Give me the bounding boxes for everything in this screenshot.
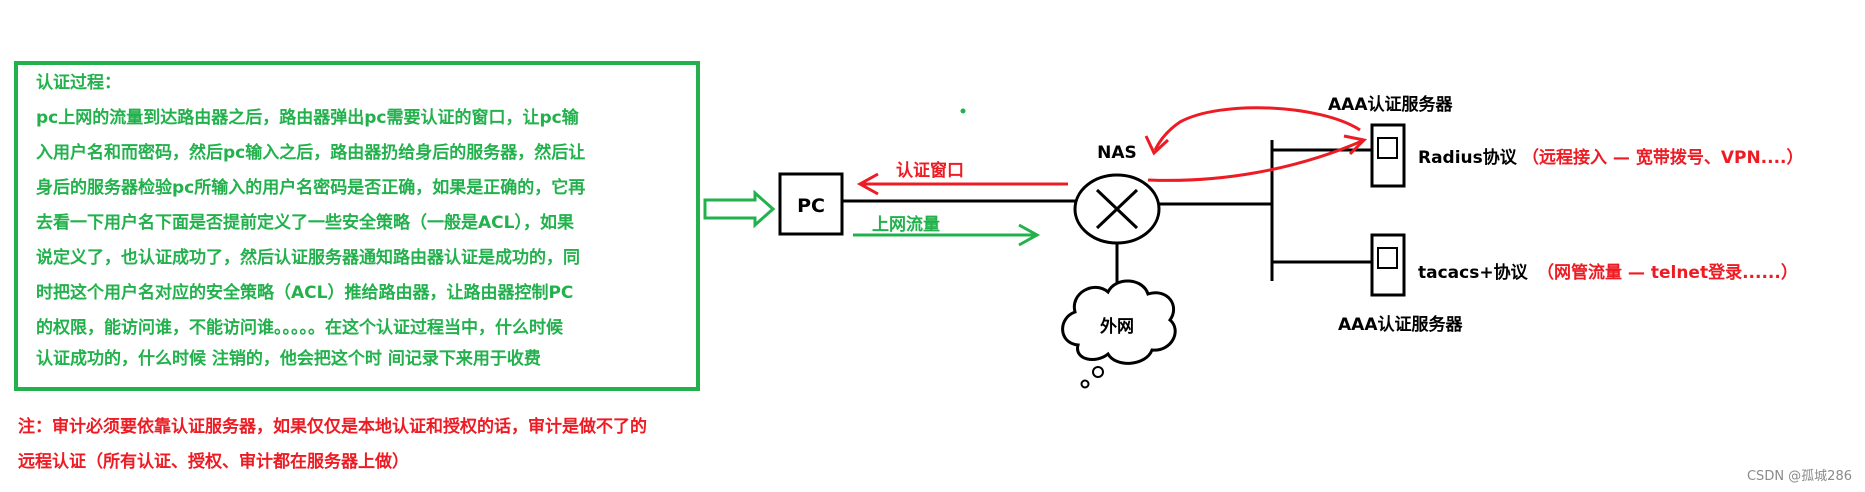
auth-window-arrowhead-icon bbox=[856, 172, 879, 196]
tacacs-server-slot bbox=[1377, 247, 1398, 269]
pc-label: PC bbox=[797, 195, 825, 217]
auth-request-curve bbox=[1147, 139, 1363, 182]
radius-label: Radius协议 bbox=[1418, 147, 1518, 168]
cloud-icon bbox=[1061, 279, 1177, 365]
process-line-6: 时把这个用户名对应的安全策略（ACL）推给路由器，让路由器控制PC bbox=[36, 282, 573, 303]
radius-note: （远程接入 — 宽带拨号、VPN....） bbox=[1522, 147, 1804, 168]
radius-server bbox=[1370, 123, 1406, 188]
note-line-2: 远程认证（所有认证、授权、审计都在服务器上做） bbox=[18, 451, 409, 472]
note-line-1: 注：审计必须要依靠认证服务器，如果仅仅是本地认证和授权的话，审计是做不了的 bbox=[18, 416, 647, 437]
traffic-label: 上网流量 bbox=[872, 214, 940, 235]
stray-dot bbox=[960, 108, 966, 114]
server-bottom-title: AAA认证服务器 bbox=[1338, 314, 1463, 335]
process-box bbox=[14, 61, 700, 391]
tacacs-label: tacacs+协议 bbox=[1418, 262, 1529, 283]
server-top-title: AAA认证服务器 bbox=[1328, 94, 1453, 115]
auth-window-label: 认证窗口 bbox=[896, 160, 964, 181]
cloud-tail-2 bbox=[1080, 379, 1090, 389]
process-line-2: 入用户名和而密码，然后pc输入之后，路由器扔给身后的服务器，然后让 bbox=[36, 142, 585, 163]
process-line-8: 认证成功的，什么时候 注销的，他会把这个时 间记录下来用于收费 bbox=[36, 348, 541, 369]
router-cross-b bbox=[1095, 188, 1139, 230]
nas-label: NAS bbox=[1097, 143, 1137, 163]
tacacs-server bbox=[1370, 233, 1406, 297]
pc-box bbox=[778, 172, 844, 236]
process-title: 认证过程： bbox=[36, 72, 121, 93]
process-line-1: pc上网的流量到达路由器之后，路由器弹出pc需要认证的窗口，让pc输 bbox=[36, 107, 580, 128]
hollow-arrow-icon bbox=[703, 189, 776, 229]
process-line-3: 身后的服务器检验pc所输入的用户名密码是否正确，如果是正确的，它再 bbox=[36, 177, 585, 198]
auth-response-arrowhead-icon bbox=[1144, 135, 1170, 156]
traffic-arrowhead-icon bbox=[1018, 223, 1041, 247]
cloud-tail-1 bbox=[1092, 366, 1104, 378]
process-line-4: 去看一下用户名下面是否提前定义了一些安全策略（一般是ACL），如果 bbox=[36, 212, 574, 233]
auth-response-curve bbox=[1153, 106, 1361, 151]
tacacs-note: （网管流量 — telnet登录......） bbox=[1537, 262, 1798, 283]
auth-request-arrowhead-icon bbox=[1343, 134, 1368, 156]
radius-server-slot bbox=[1377, 137, 1398, 159]
watermark: CSDN @孤城286 bbox=[1747, 469, 1852, 484]
process-line-7: 的权限，能访问谁，不能访问谁。。。。。在这个认证过程当中，什么时候 bbox=[36, 317, 564, 338]
process-line-5: 说定义了，也认证成功了，然后认证服务器通知路由器认证是成功的，同 bbox=[36, 247, 580, 268]
cloud-label: 外网 bbox=[1100, 316, 1134, 337]
